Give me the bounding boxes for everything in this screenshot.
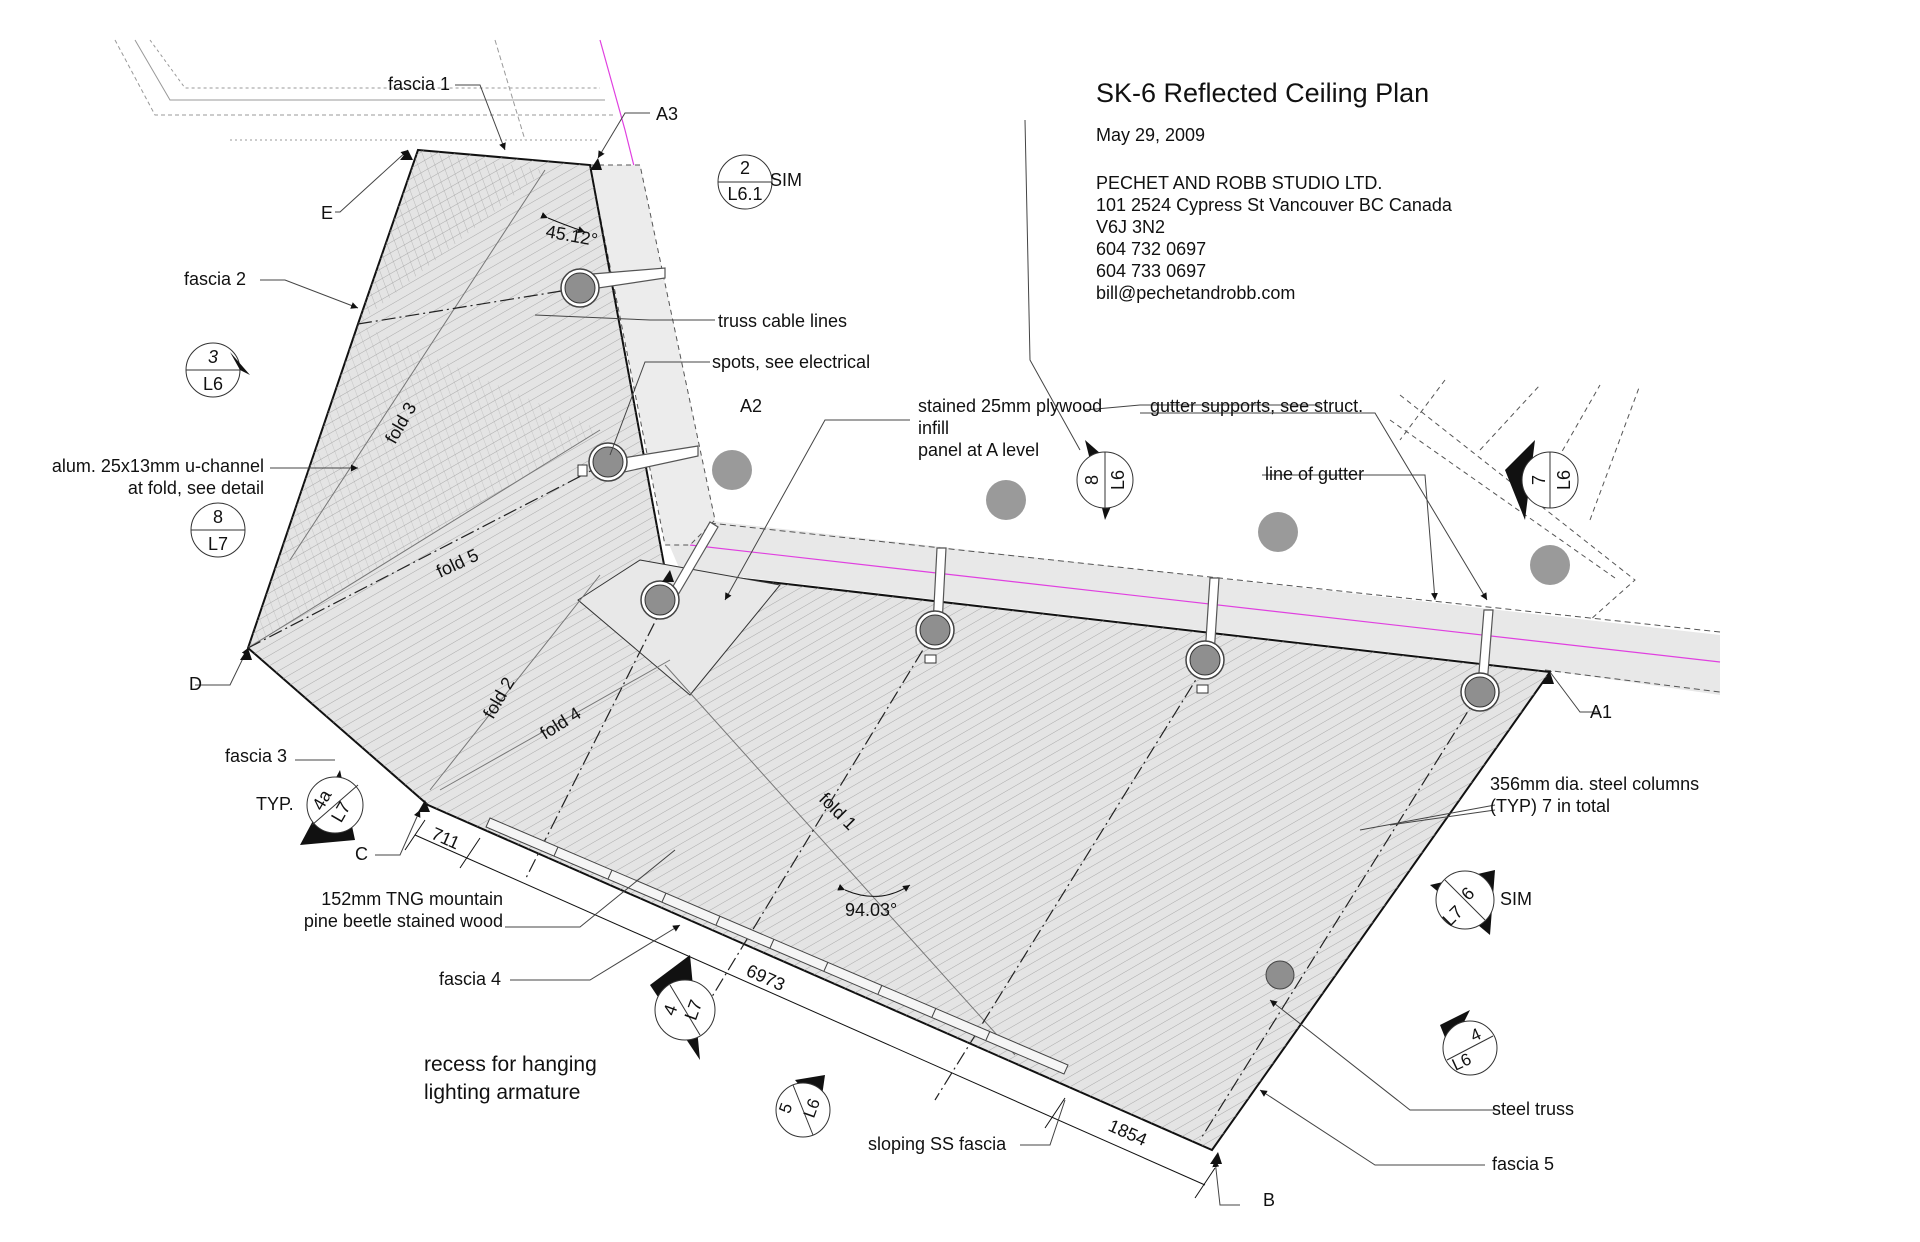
steel-columns (560, 267, 1570, 990)
label-sloping-fascia: sloping SS fascia (868, 1134, 1007, 1154)
drawing-title: SK-6 Reflected Ceiling Plan (1096, 78, 1430, 108)
callout-bottom: L6.1 (727, 184, 762, 204)
svg-text:L6: L6 (1108, 470, 1128, 490)
svg-text:L6: L6 (1554, 470, 1574, 490)
label-b: B (1263, 1190, 1275, 1210)
label-truss-cable: truss cable lines (718, 311, 847, 331)
label-recess-1: recess for hanging (424, 1053, 597, 1076)
label-sim-1: SIM (770, 170, 802, 190)
label-plywood-1: stained 25mm plywood (918, 396, 1102, 416)
callout-4-l6: 4 L6 (1440, 1010, 1498, 1076)
svg-text:7: 7 (1529, 475, 1549, 485)
label-a1: A1 (1590, 702, 1612, 722)
label-fascia-5: fascia 5 (1492, 1154, 1554, 1174)
label-d: D (189, 674, 202, 694)
callout-3-l6: 3 L6 (185, 342, 250, 398)
label-fascia-1: fascia 1 (388, 74, 450, 94)
firm-email: bill@pechetandrobb.com (1096, 283, 1296, 303)
label-fascia-2: fascia 2 (184, 269, 246, 289)
callout-6-l7: 6 L7 (1430, 870, 1495, 935)
title-block: SK-6 Reflected Ceiling Plan May 29, 2009… (1096, 78, 1452, 304)
label-uchannel-1: alum. 25x13mm u-channel (52, 456, 264, 476)
label-fascia-4: fascia 4 (439, 969, 501, 989)
label-spots: spots, see electrical (712, 352, 870, 372)
label-a3: A3 (656, 104, 678, 124)
label-a2: A2 (740, 396, 762, 416)
callout-7-l6: 7 L6 (1505, 440, 1579, 520)
callout-8-l6: 8 L6 (1076, 440, 1134, 520)
label-e: E (321, 203, 333, 223)
fold-lines (247, 169, 1016, 1056)
angle-arc-45 (540, 212, 586, 233)
svg-text:L7: L7 (208, 534, 228, 554)
label-recess-2: lighting armature (424, 1081, 580, 1104)
label-gutter-supports: gutter supports, see struct. (1150, 396, 1363, 416)
label-steel-truss: steel truss (1492, 1099, 1574, 1119)
svg-text:L6: L6 (203, 374, 223, 394)
callout-4-l7: 4 L7 (650, 955, 716, 1060)
callout-2-l61: 2 L6.1 (717, 154, 773, 210)
svg-text:8: 8 (1082, 475, 1102, 485)
label-fascia-3: fascia 3 (225, 746, 287, 766)
callout-5-l6: 5 L6 (775, 1075, 831, 1138)
label-line-of-gutter: line of gutter (1265, 464, 1364, 484)
dimension-lines (404, 819, 1216, 1199)
label-c: C (355, 844, 368, 864)
label-sim-2: SIM (1500, 889, 1532, 909)
label-tng-1: 152mm TNG mountain (321, 889, 503, 909)
label-plywood-2: infill (918, 418, 949, 438)
angle-arc-94 (837, 884, 911, 897)
firm-phone-2: 604 733 0697 (1096, 261, 1207, 281)
label-columns-2: (TYP) 7 in total (1490, 796, 1610, 816)
svg-text:3: 3 (208, 347, 218, 367)
label-dim-711: 711 (428, 823, 462, 853)
ceiling-panel (246, 148, 1552, 1152)
label-plywood-3: panel at A level (918, 440, 1039, 460)
firm-name: PECHET AND ROBB STUDIO LTD. (1096, 173, 1383, 193)
drawing-date: May 29, 2009 (1096, 125, 1206, 145)
label-dim-6973: 6973 (743, 960, 788, 995)
label-tng-2: pine beetle stained wood (304, 911, 503, 931)
label-uchannel-2: at fold, see detail (128, 478, 264, 498)
annotation-labels: fascia 1 A3 SIM E fascia 2 truss cable l… (52, 74, 1699, 1210)
callout-8-l7: 8 L7 (190, 502, 246, 558)
firm-postal: V6J 3N2 (1096, 217, 1166, 237)
firm-phone-1: 604 732 0697 (1096, 239, 1207, 259)
svg-text:8: 8 (213, 507, 223, 527)
corner-arrows (240, 150, 1554, 1164)
leader-lines (195, 84, 1600, 1206)
callout-top: 2 (740, 158, 750, 178)
label-angle-94: 94.03° (845, 900, 897, 920)
existing-building-lines (114, 39, 615, 141)
firm-address: 101 2524 Cypress St Vancouver BC Canada (1096, 195, 1452, 215)
gutter-band (665, 379, 1721, 695)
label-columns-1: 356mm dia. steel columns (1490, 774, 1699, 794)
callout-4a-l7: 4a L7 (300, 770, 364, 845)
recess-panels (485, 817, 1069, 1075)
label-typ: TYP. (256, 794, 294, 814)
